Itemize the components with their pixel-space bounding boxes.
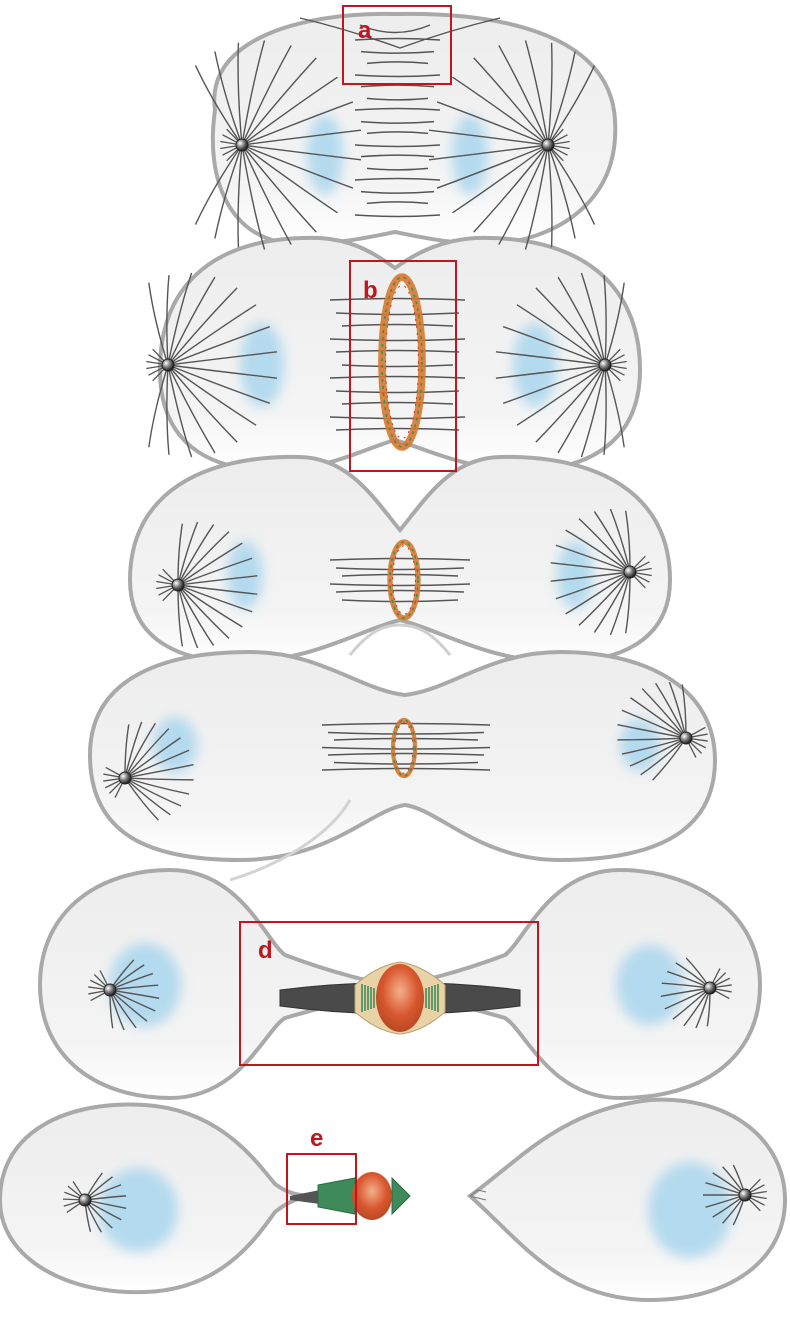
centrosome-icon (739, 1189, 751, 1201)
midbody-icon (376, 964, 424, 1032)
centrosome-icon (79, 1194, 91, 1206)
centrosome-icon (172, 579, 184, 591)
midbody-icon (352, 1172, 392, 1220)
panel-label-a: a (358, 17, 372, 44)
centrosome-icon (162, 359, 174, 371)
chromatin-mass (513, 323, 557, 407)
centrosome-icon (119, 772, 131, 784)
centrosome-icon (542, 139, 554, 151)
chromatin-mass (98, 1168, 178, 1252)
centrosome-icon (704, 982, 716, 994)
chromatin-mass (153, 717, 197, 773)
chromatin-mass (227, 541, 263, 609)
panel-label-b: b (363, 277, 378, 304)
midbody-cone (318, 1178, 355, 1214)
cell-bodies (0, 14, 785, 1300)
chromatin-mass (616, 945, 684, 1025)
centrosome-icon (104, 984, 116, 996)
chromatin-mass (109, 943, 181, 1027)
centrosome-icon (680, 732, 692, 744)
centrosome-icon (236, 139, 248, 151)
midbody-cone (392, 1178, 410, 1214)
centrosome-icon (624, 566, 636, 578)
panel-label-d: d (258, 937, 273, 964)
panel-label-e: e (310, 1125, 323, 1152)
centrosome-icon (599, 359, 611, 371)
